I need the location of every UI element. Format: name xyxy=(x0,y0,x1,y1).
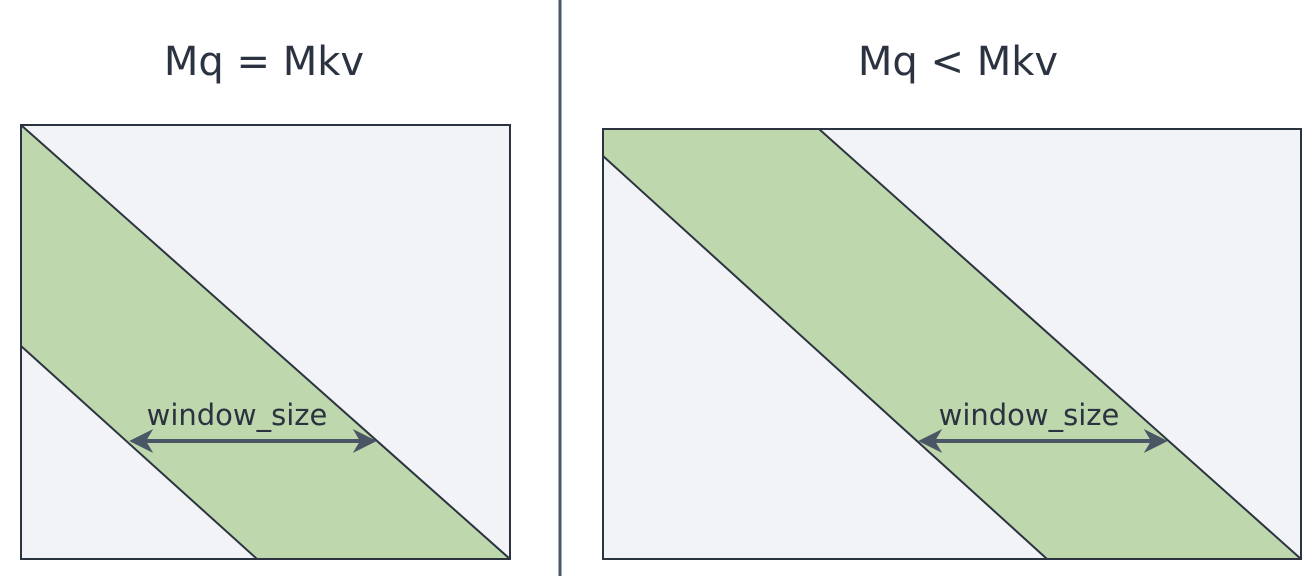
window-size-label-less: window_size xyxy=(939,398,1120,432)
window-size-label-equal: window_size xyxy=(147,398,328,432)
band-lower-edge-less xyxy=(602,155,1048,560)
panel-title-less: Mq < Mkv xyxy=(858,39,1058,85)
matrix-border-equal xyxy=(20,124,511,560)
panel-title-equal: Mq = Mkv xyxy=(164,39,364,85)
matrix-border-less xyxy=(602,128,1302,560)
band-upper-edge-equal xyxy=(20,124,511,560)
panel-equal: Mq = Mkv window_size xyxy=(20,39,511,560)
panel-less: Mq < Mkv window_size xyxy=(602,39,1302,560)
band-upper-edge-less xyxy=(818,128,1302,560)
